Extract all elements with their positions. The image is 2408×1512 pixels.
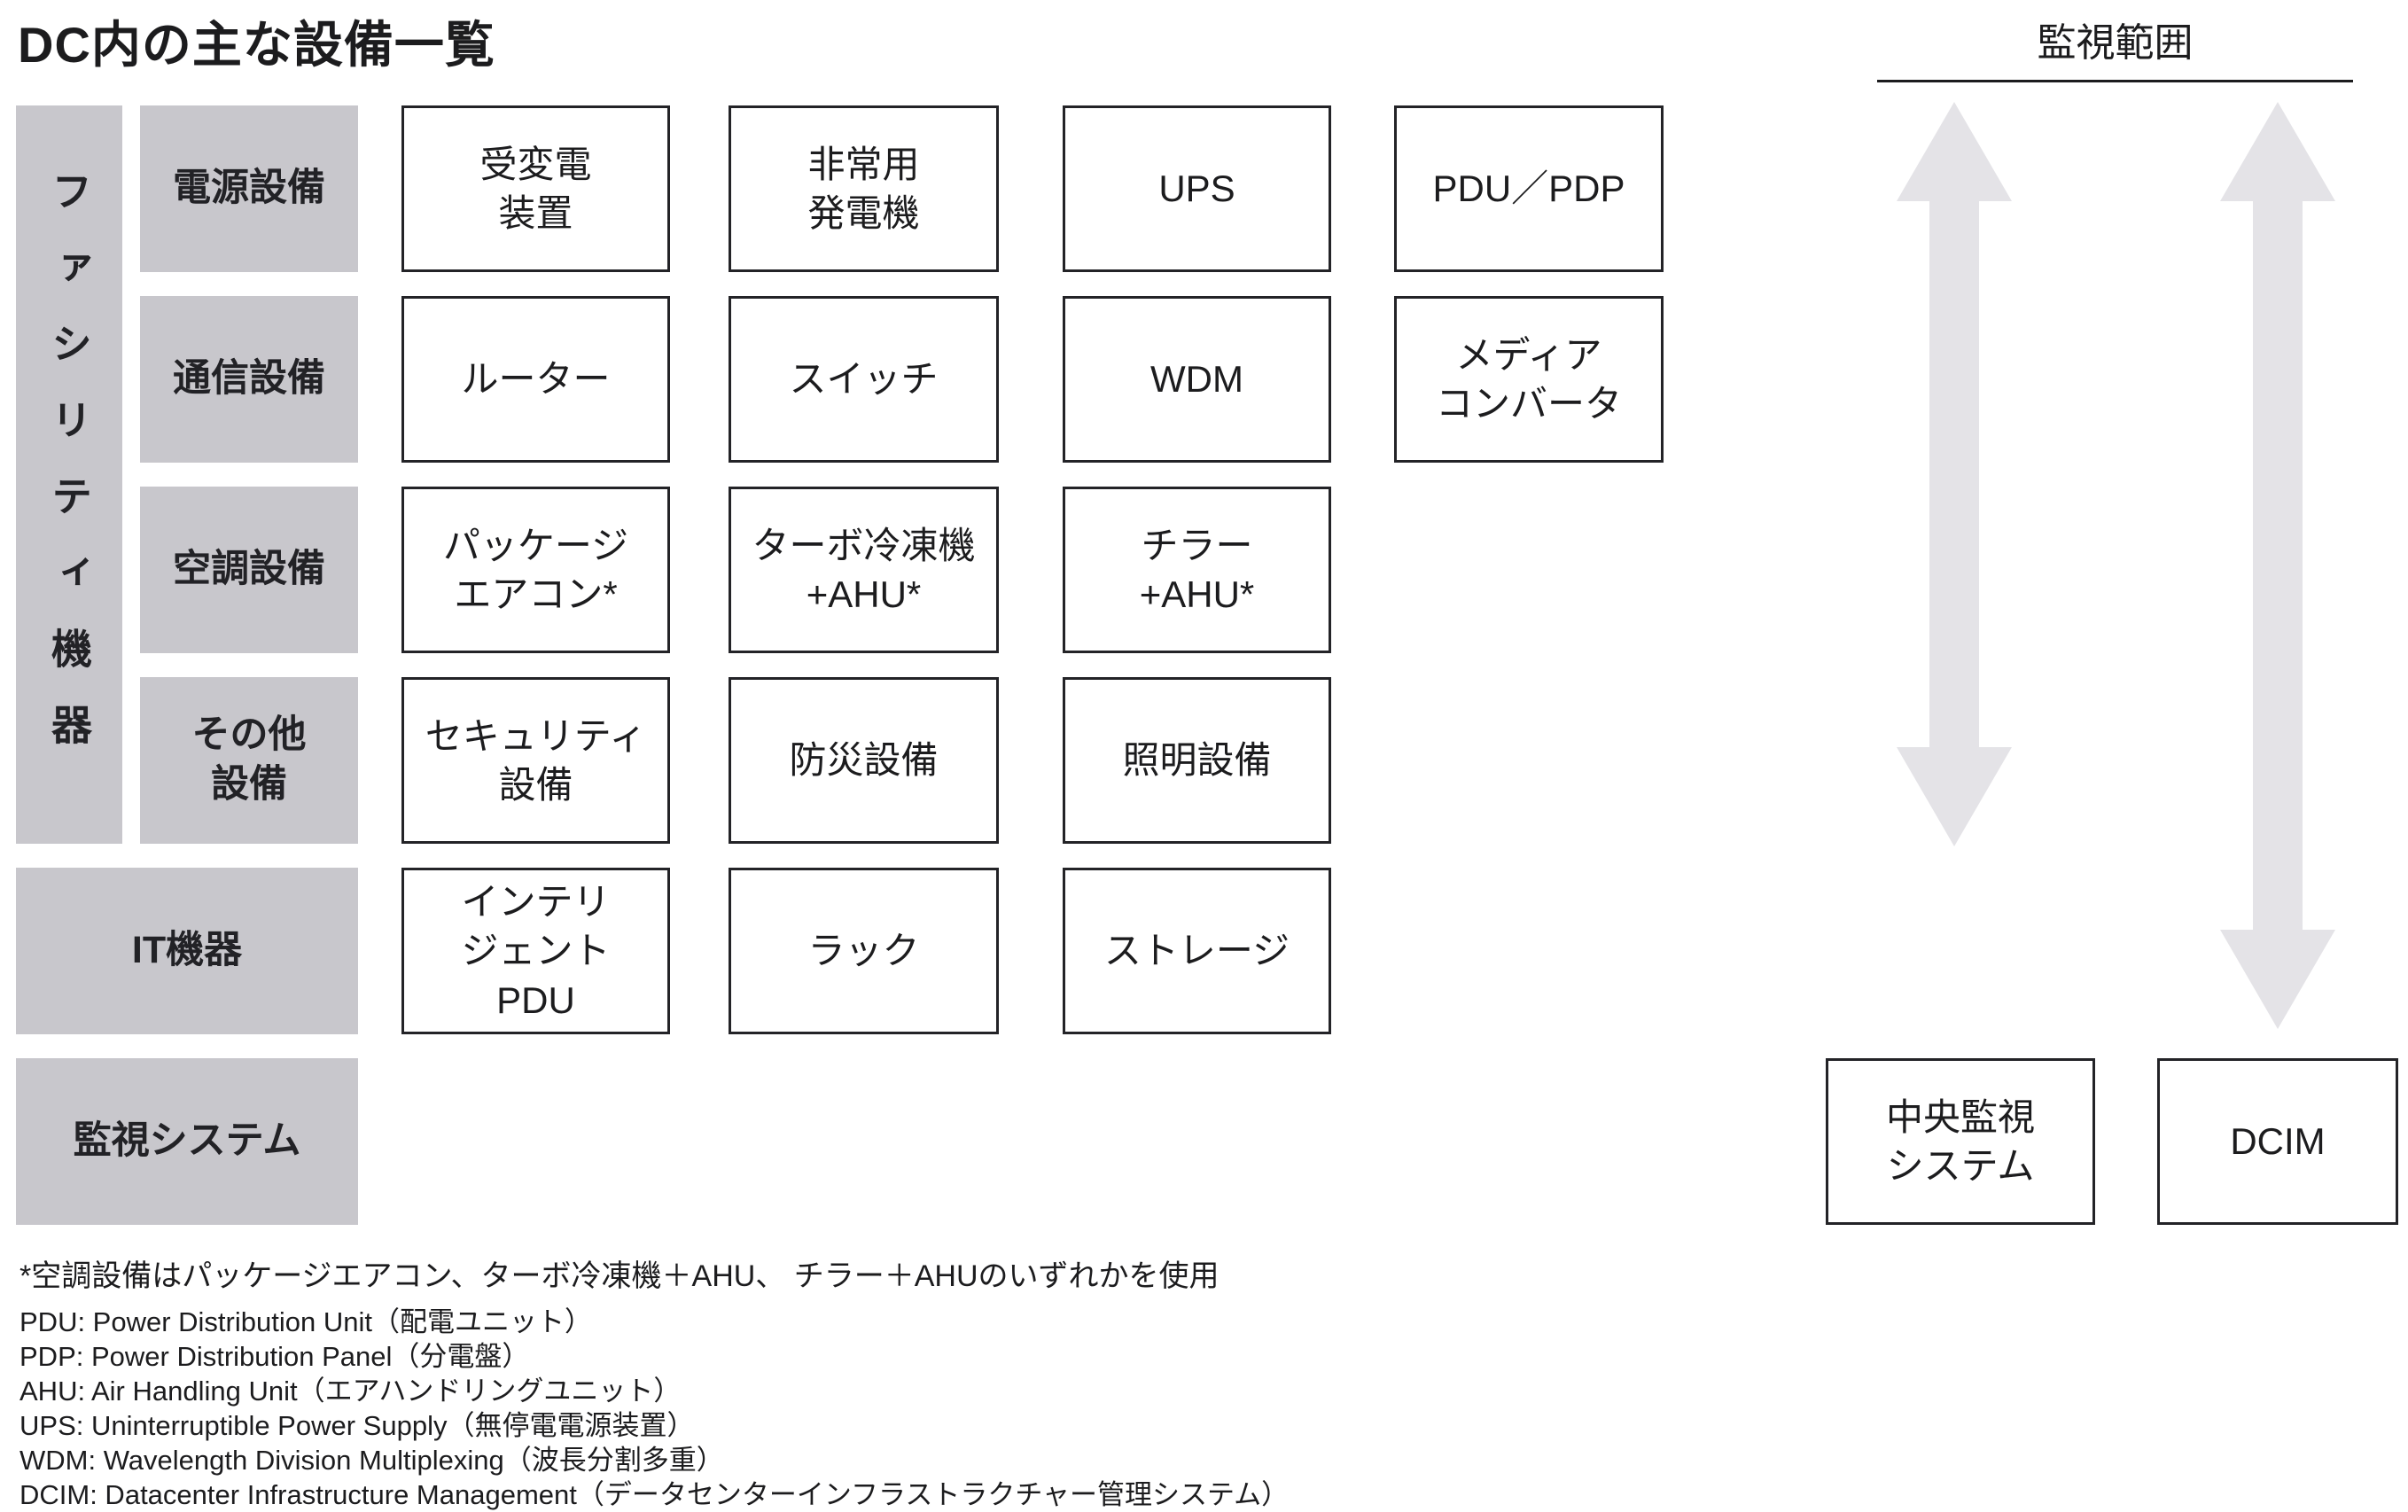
box-lighting: 照明設備 — [1063, 677, 1331, 844]
abbreviation-ahu: AHU: Air Handling Unit（エアハンドリングユニット） — [19, 1376, 682, 1407]
double-arrow-shape — [1897, 102, 2012, 846]
box-storage: ストレージ — [1063, 868, 1331, 1034]
box-emergency-generator: 非常用 発電機 — [729, 105, 999, 272]
box-router: ルーター — [401, 296, 670, 463]
category-it: IT機器 — [16, 868, 358, 1034]
box-chiller-ahu: チラー +AHU* — [1063, 487, 1331, 653]
monitoring-scope-label: 監視範囲 — [1877, 11, 2353, 82]
box-packaged-aircon: パッケージ エアコン* — [401, 487, 670, 653]
box-dcim: DCIM — [2157, 1058, 2398, 1225]
category-hvac: 空調設備 — [140, 487, 358, 653]
category-network: 通信設備 — [140, 296, 358, 463]
double-arrow-shape — [2220, 102, 2335, 1029]
category-other: その他 設備 — [140, 677, 358, 844]
box-intelligent-pdu: インテリ ジェント PDU — [401, 868, 670, 1034]
page-title: DC内の主な設備一覧 — [18, 17, 495, 73]
box-media-converter: メディア コンバータ — [1394, 296, 1664, 463]
box-wdm: WDM — [1063, 296, 1331, 463]
box-ups: UPS — [1063, 105, 1331, 272]
box-central-monitoring-system: 中央監視 システム — [1826, 1058, 2095, 1225]
monitoring-range-arrow-right — [2220, 102, 2335, 1029]
box-transformer: 受変電 装置 — [401, 105, 670, 272]
abbreviation-wdm: WDM: Wavelength Division Multiplexing（波長… — [19, 1445, 724, 1476]
box-security: セキュリティ 設備 — [401, 677, 670, 844]
box-disaster-prevention: 防災設備 — [729, 677, 999, 844]
box-turbo-refrigerator-ahu: ターボ冷凍機 +AHU* — [729, 487, 999, 653]
monitoring-range-arrow-left — [1897, 102, 2012, 846]
box-switch: スイッチ — [729, 296, 999, 463]
footnote-asterisk: *空調設備はパッケージエアコン、ターボ冷凍機＋AHU、 チラー＋AHUのいずれか… — [19, 1259, 1220, 1293]
abbreviation-ups: UPS: Uninterruptible Power Supply（無停電電源装… — [19, 1410, 695, 1441]
abbreviation-pdp: PDP: Power Distribution Panel（分電盤） — [19, 1341, 530, 1372]
abbreviation-list: PDU: Power Distribution Unit（配電ユニット） PDP… — [19, 1305, 1289, 1512]
abbreviation-dcim: DCIM: Datacenter Infrastructure Manageme… — [19, 1479, 1290, 1510]
category-monitoring-system: 監視システム — [16, 1058, 358, 1225]
box-rack: ラック — [729, 868, 999, 1034]
category-power: 電源設備 — [140, 105, 358, 272]
abbreviation-pdu: PDU: Power Distribution Unit（配電ユニット） — [19, 1306, 592, 1337]
facility-group-label: ファシリティ機器 — [16, 105, 122, 844]
box-pdu-pdp: PDU／PDP — [1394, 105, 1664, 272]
